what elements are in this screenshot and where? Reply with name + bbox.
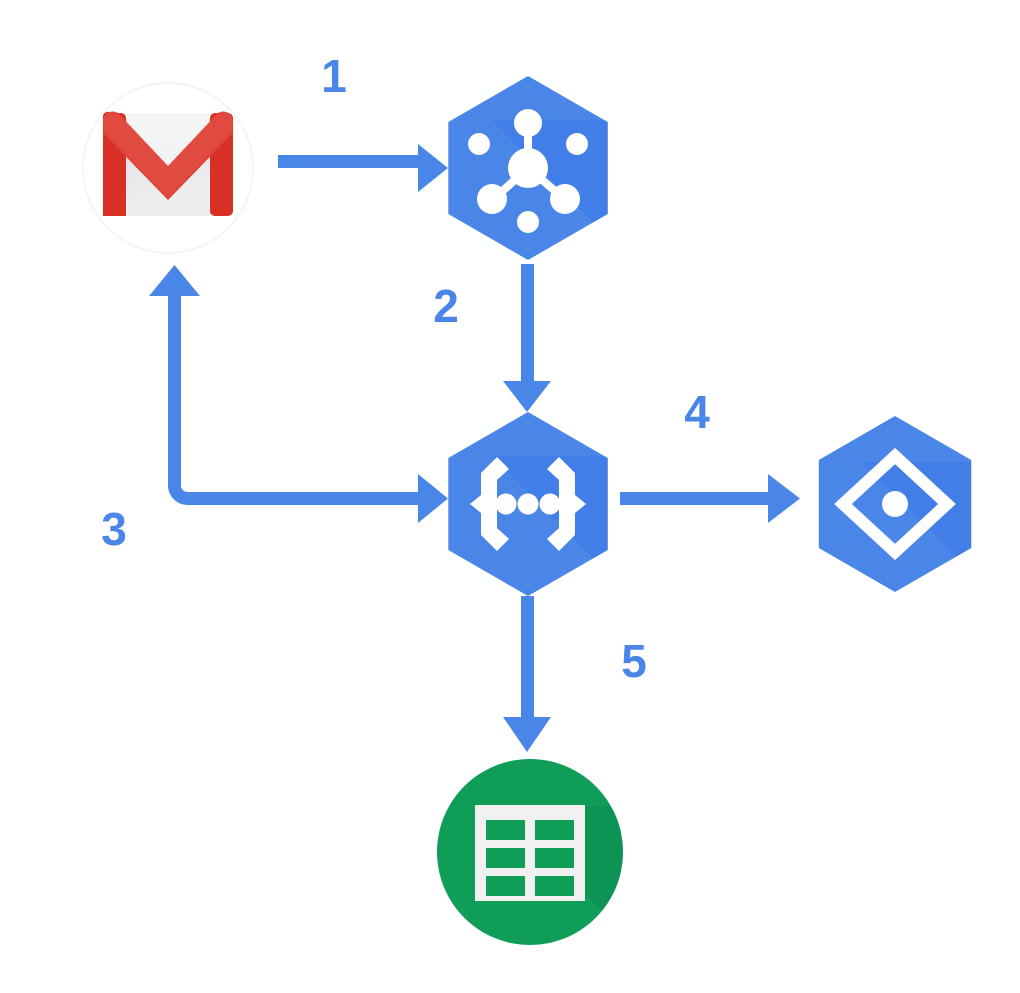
connector-pubsub-to-functions: 2 (433, 264, 551, 412)
cloud-functions-icon (470, 457, 586, 551)
arrowhead-right-icon (418, 144, 448, 192)
step-label-2: 2 (433, 280, 459, 332)
node-cloud-pubsub[interactable] (448, 76, 700, 330)
connector-line (278, 155, 423, 168)
connector-line (620, 492, 773, 505)
node-cloud-vision[interactable] (818, 416, 1020, 660)
node-google-sheets[interactable] (437, 759, 700, 993)
node-cloud-functions[interactable] (448, 412, 700, 666)
gmail-icon (102, 111, 234, 216)
google-sheets-icon (475, 805, 585, 901)
cloud-vision-icon (834, 447, 956, 561)
arrowhead-right-icon (418, 474, 448, 523)
connector-line (521, 596, 534, 722)
arrowhead-down-icon (503, 381, 551, 412)
connector-line (168, 292, 420, 505)
connector-gmail-to-pubsub: 1 (278, 50, 448, 192)
connector-functions-to-sheets: 5 (503, 596, 647, 752)
arrowhead-down-icon (503, 717, 551, 752)
connector-line (521, 264, 534, 386)
arrowhead-up-icon (149, 265, 200, 296)
step-label-1: 1 (321, 50, 347, 102)
node-gmail[interactable] (82, 82, 254, 254)
step-label-3: 3 (101, 503, 127, 555)
step-label-4: 4 (684, 386, 710, 438)
connector-functions-to-vision: 4 (620, 386, 800, 523)
step-label-5: 5 (621, 635, 647, 687)
cloud-pubsub-icon (468, 109, 588, 233)
connector-functions-to-gmail: 3 (101, 265, 448, 555)
arrowhead-right-icon (768, 474, 800, 523)
